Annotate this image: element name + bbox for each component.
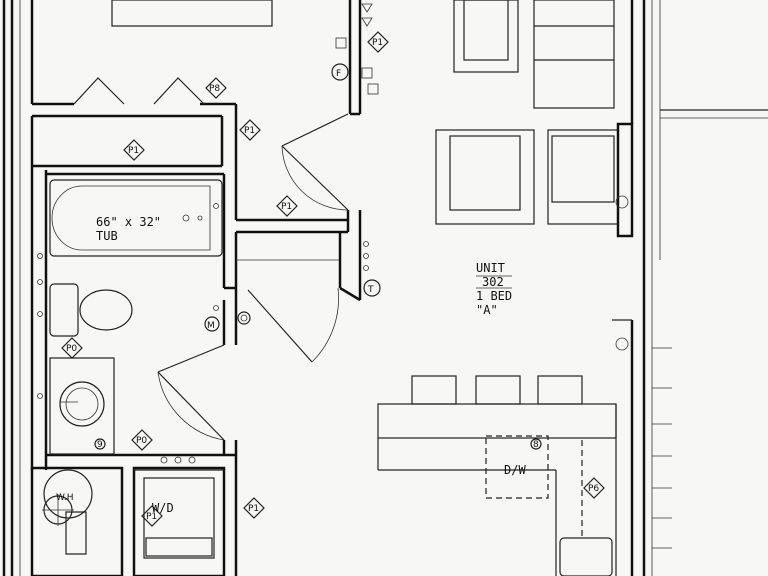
svg-text:P1: P1 xyxy=(146,512,157,522)
range xyxy=(559,537,613,576)
top-closet xyxy=(30,0,273,220)
unit-title: UNIT xyxy=(476,261,505,275)
finish-tag-p1: P1 xyxy=(123,139,145,161)
bar-stools xyxy=(411,375,583,405)
unit-type: "A" xyxy=(476,303,498,317)
bathroom-walls xyxy=(30,114,348,576)
bathroom-door[interactable] xyxy=(157,344,225,441)
unit-beds: 1 BED xyxy=(476,289,512,303)
unit-number: 302 xyxy=(482,275,504,289)
entry-door[interactable] xyxy=(281,113,349,211)
bathroom-sink xyxy=(49,357,115,455)
armchair-right xyxy=(547,129,619,225)
symbol-9: 9 xyxy=(94,438,106,450)
dishwasher xyxy=(485,435,549,499)
wall-fixture-dots xyxy=(37,203,219,399)
finish-tag-p1: P1 xyxy=(367,31,389,53)
armchair-left xyxy=(435,129,535,225)
svg-text:P0: P0 xyxy=(66,344,77,354)
water-heater-closet: W.H xyxy=(30,466,124,576)
tub-label: TUB xyxy=(96,229,118,243)
exterior-right-wall xyxy=(612,0,768,576)
finish-tag-p1: P1 xyxy=(243,497,265,519)
symbol-f: F xyxy=(331,63,349,81)
exterior-left-wall xyxy=(2,0,21,576)
finish-tag-p0: P0 xyxy=(131,429,153,451)
svg-text:F: F xyxy=(336,69,341,79)
closet-door[interactable] xyxy=(247,287,339,363)
symbol-m: M xyxy=(204,316,220,332)
svg-text:P6: P6 xyxy=(588,484,599,494)
symbol-8: 8 xyxy=(530,438,542,450)
symbol-t: T xyxy=(363,279,381,297)
sofa xyxy=(533,0,615,109)
finish-tag-p6: P6 xyxy=(583,477,605,499)
entry-wall xyxy=(335,0,379,271)
bathtub: 66" x 32" TUB xyxy=(49,179,223,257)
svg-text:P1: P1 xyxy=(244,126,255,136)
tub-size-label: 66" x 32" xyxy=(96,215,161,229)
bifold-closet-door[interactable] xyxy=(73,77,205,105)
finish-tag-p1: P1 xyxy=(141,505,163,527)
finish-tag-p8: P8 xyxy=(205,77,227,99)
svg-text:P1: P1 xyxy=(372,38,383,48)
kitchen-counter: D/W xyxy=(377,403,617,576)
svg-text:8: 8 xyxy=(533,440,539,450)
laundry-closet: W/D xyxy=(132,456,226,576)
svg-text:P1: P1 xyxy=(128,146,139,156)
water-heater-label: W.H xyxy=(56,493,74,503)
finish-tag-p1: P1 xyxy=(276,195,298,217)
finish-tag-p1: P1 xyxy=(239,119,261,141)
linen-closet xyxy=(236,210,362,302)
svg-text:P8: P8 xyxy=(209,84,220,94)
svg-text:M: M xyxy=(207,321,215,331)
svg-text:P0: P0 xyxy=(136,436,147,446)
unit-label: UNIT 302 1 BED "A" xyxy=(476,261,512,317)
svg-text:T: T xyxy=(367,285,374,295)
dishwasher-label: D/W xyxy=(504,463,526,477)
tv-console xyxy=(453,0,519,73)
svg-text:9: 9 xyxy=(97,440,103,450)
toilet xyxy=(49,283,133,337)
svg-text:P1: P1 xyxy=(248,504,259,514)
smoke-detector-icon xyxy=(237,311,251,325)
finish-tag-p0: P0 xyxy=(61,337,83,359)
svg-text:P1: P1 xyxy=(281,202,292,212)
